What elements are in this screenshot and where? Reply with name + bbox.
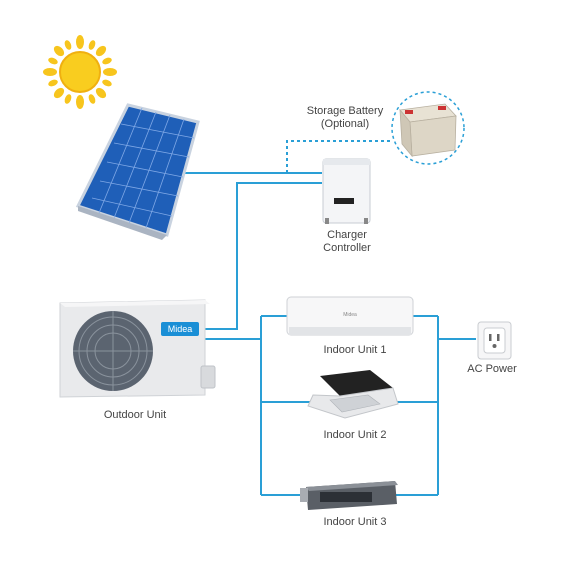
svg-text:Midea: Midea <box>343 312 357 318</box>
storage-battery-label: Storage Battery (Optional) <box>300 105 390 131</box>
storage-battery <box>391 91 465 165</box>
battery-dashed-wire <box>286 140 393 173</box>
solar-panel <box>75 103 200 240</box>
charger-label-line1: Charger <box>327 229 367 241</box>
indoor-unit-1-label: Indoor Unit 1 <box>323 344 387 356</box>
sun-icon <box>43 35 117 109</box>
ac-power-label: AC Power <box>467 363 517 375</box>
midea-logo <box>161 322 199 336</box>
controller-to-outdoor-wire <box>205 182 322 330</box>
indoor-unit-3-label: Indoor Unit 3 <box>323 516 387 528</box>
indoor-unit-3 <box>300 481 398 510</box>
midea-logo-text: Midea <box>168 324 193 334</box>
charger-controller <box>322 158 371 224</box>
indoor-unit-2 <box>307 370 399 419</box>
outdoor-unit-label: Outdoor Unit <box>103 409 167 421</box>
ac-power-outlet-icon <box>477 321 512 360</box>
charger-controller-label: Charger Controller <box>316 229 378 255</box>
indoor-unit-1: Midea <box>286 296 414 336</box>
storage-battery-label-line1: Storage Battery <box>306 105 384 117</box>
outdoor-unit: Midea <box>59 299 216 398</box>
indoor-unit-2-label: Indoor Unit 2 <box>323 429 387 441</box>
charger-label-line2: Controller <box>323 242 371 254</box>
storage-battery-label-line2: (Optional) <box>320 118 370 130</box>
